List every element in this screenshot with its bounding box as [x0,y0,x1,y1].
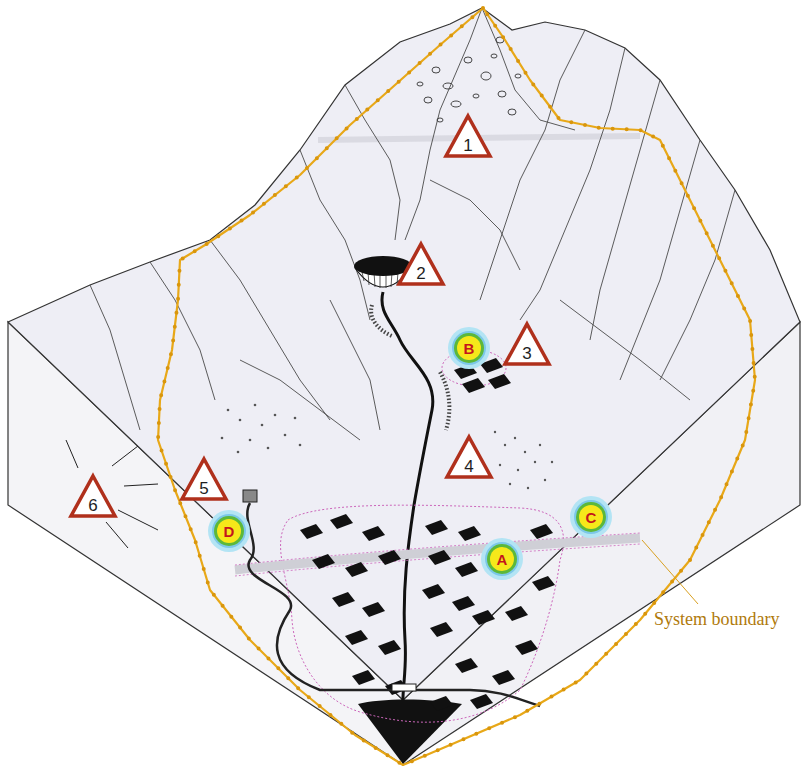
hazard-triangle: 1 [443,113,493,159]
system-boundary [158,8,755,765]
hazard-number: 6 [88,497,97,514]
element-letter: C [586,510,597,525]
hazard-number: 5 [199,480,208,497]
lake [358,700,462,765]
hazard-rays [66,440,158,548]
element-letter: B [464,341,475,356]
hazard-triangle: 5 [179,456,229,502]
ridge-lines [90,8,735,440]
building [243,490,257,502]
debris-speckles [221,404,554,489]
element-circle: B [448,327,490,369]
road-outline [235,533,640,576]
rock-debris [417,37,521,122]
road-band [235,538,640,570]
hazard-triangle: 4 [444,434,494,480]
hazard-triangle: 3 [502,321,552,367]
element-letter: D [224,524,235,539]
element-circle: D [208,510,250,552]
hazard-number: 1 [463,137,472,154]
hazard-number: 3 [522,345,531,362]
boundary-label: System boundary [652,610,782,630]
element-circle: C [570,496,612,538]
element-letter: A [497,552,508,567]
winding-road [247,503,540,706]
hazard-number: 2 [416,265,425,282]
bridge [392,684,416,691]
hazard-triangle: 2 [396,241,446,287]
leader-line [642,540,698,604]
hazard-number: 4 [464,458,473,475]
hazard-triangle: 6 [68,473,118,519]
element-circle: A [481,538,523,580]
houses [300,514,555,711]
embankment [371,305,449,430]
